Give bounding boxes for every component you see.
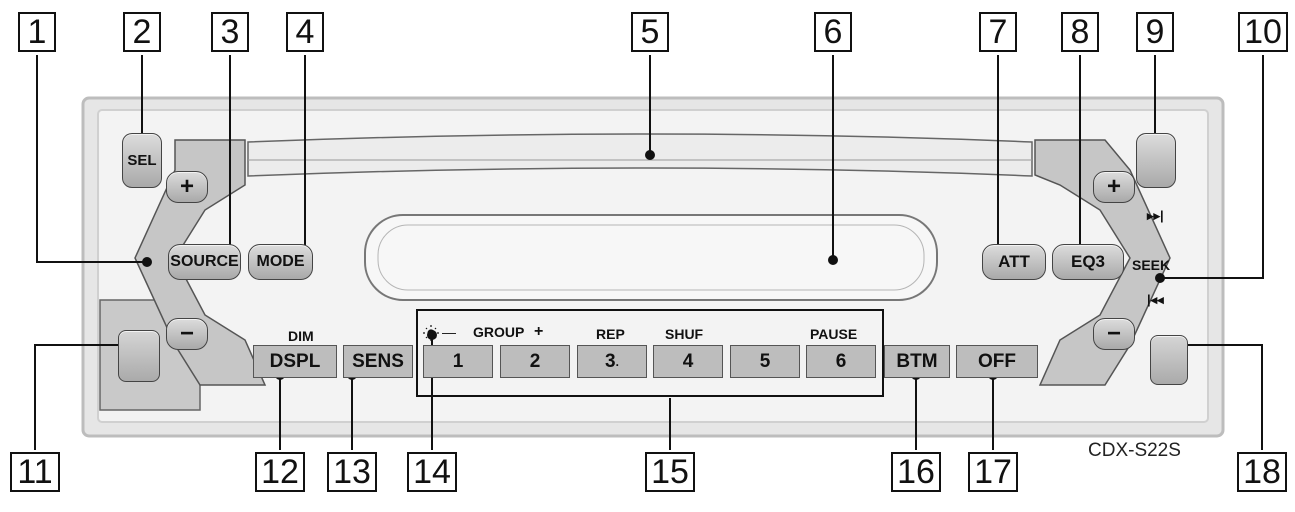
volume-down-button[interactable]: − <box>166 318 208 350</box>
preset-3-number: 3 <box>605 350 616 372</box>
preset-1-button[interactable]: 1 <box>423 345 493 378</box>
display-window-inner <box>377 224 925 291</box>
seek-down-button[interactable]: − <box>1093 318 1135 350</box>
callout-4: 4 <box>286 12 324 52</box>
preset-3-button[interactable]: 3. <box>577 345 647 378</box>
callout-12: 12 <box>255 452 305 492</box>
preset-4-button[interactable]: 4 <box>653 345 723 378</box>
volume-up-button[interactable]: + <box>166 171 208 203</box>
callout-18: 18 <box>1237 452 1287 492</box>
callout-17: 17 <box>968 452 1018 492</box>
callout-15: 15 <box>645 452 695 492</box>
callout-16: 16 <box>891 452 941 492</box>
att-button[interactable]: ATT <box>982 244 1046 280</box>
callout-2: 2 <box>123 12 161 52</box>
pause-label: PAUSE <box>810 326 858 342</box>
sens-button[interactable]: SENS <box>343 345 413 378</box>
sun-icon <box>423 325 439 341</box>
seek-label: SEEK <box>1132 257 1171 273</box>
callout-5: 5 <box>631 12 669 52</box>
preset-2-button[interactable]: 2 <box>500 345 570 378</box>
preset-6-button[interactable]: 6 <box>806 345 876 378</box>
model-number: CDX-S22S <box>1088 440 1181 461</box>
sel-button[interactable]: SEL <box>122 133 162 188</box>
group-minus-label: — <box>442 324 456 340</box>
callout-11: 11 <box>10 452 60 492</box>
right-wing-panel <box>1034 139 1171 386</box>
callout-8: 8 <box>1061 12 1099 52</box>
eq3-button[interactable]: EQ3 <box>1052 244 1124 280</box>
callout-13: 13 <box>327 452 377 492</box>
callout-7: 7 <box>979 12 1017 52</box>
dim-label: DIM <box>288 328 314 344</box>
btm-button[interactable]: BTM <box>884 345 950 378</box>
preset-5-button[interactable]: 5 <box>730 345 800 378</box>
mode-button[interactable]: MODE <box>248 244 313 280</box>
callout-9: 9 <box>1136 12 1174 52</box>
next-track-label: ▸▸| <box>1147 208 1164 223</box>
release-button[interactable] <box>118 330 160 382</box>
shuf-label: SHUF <box>665 326 704 342</box>
off-button[interactable]: OFF <box>956 345 1038 378</box>
source-button[interactable]: SOURCE <box>168 244 241 280</box>
prev-track-label: |◂◂ <box>1147 292 1164 307</box>
disc-slot <box>247 133 1033 177</box>
reset-button[interactable] <box>1150 335 1188 385</box>
callout-10: 10 <box>1238 12 1288 52</box>
callout-3: 3 <box>211 12 249 52</box>
seek-up-button[interactable]: + <box>1093 171 1135 203</box>
preset-3-mark: . <box>615 354 619 369</box>
rep-label: REP <box>596 326 625 342</box>
group-label: GROUP <box>473 324 525 340</box>
display-window <box>364 214 938 301</box>
dspl-button[interactable]: DSPL <box>253 345 337 378</box>
callout-14: 14 <box>407 452 457 492</box>
preset-bracket <box>416 309 884 397</box>
eject-button[interactable] <box>1136 133 1176 188</box>
group-plus-label: + <box>534 323 544 340</box>
callout-6: 6 <box>814 12 852 52</box>
callout-1: 1 <box>18 12 56 52</box>
